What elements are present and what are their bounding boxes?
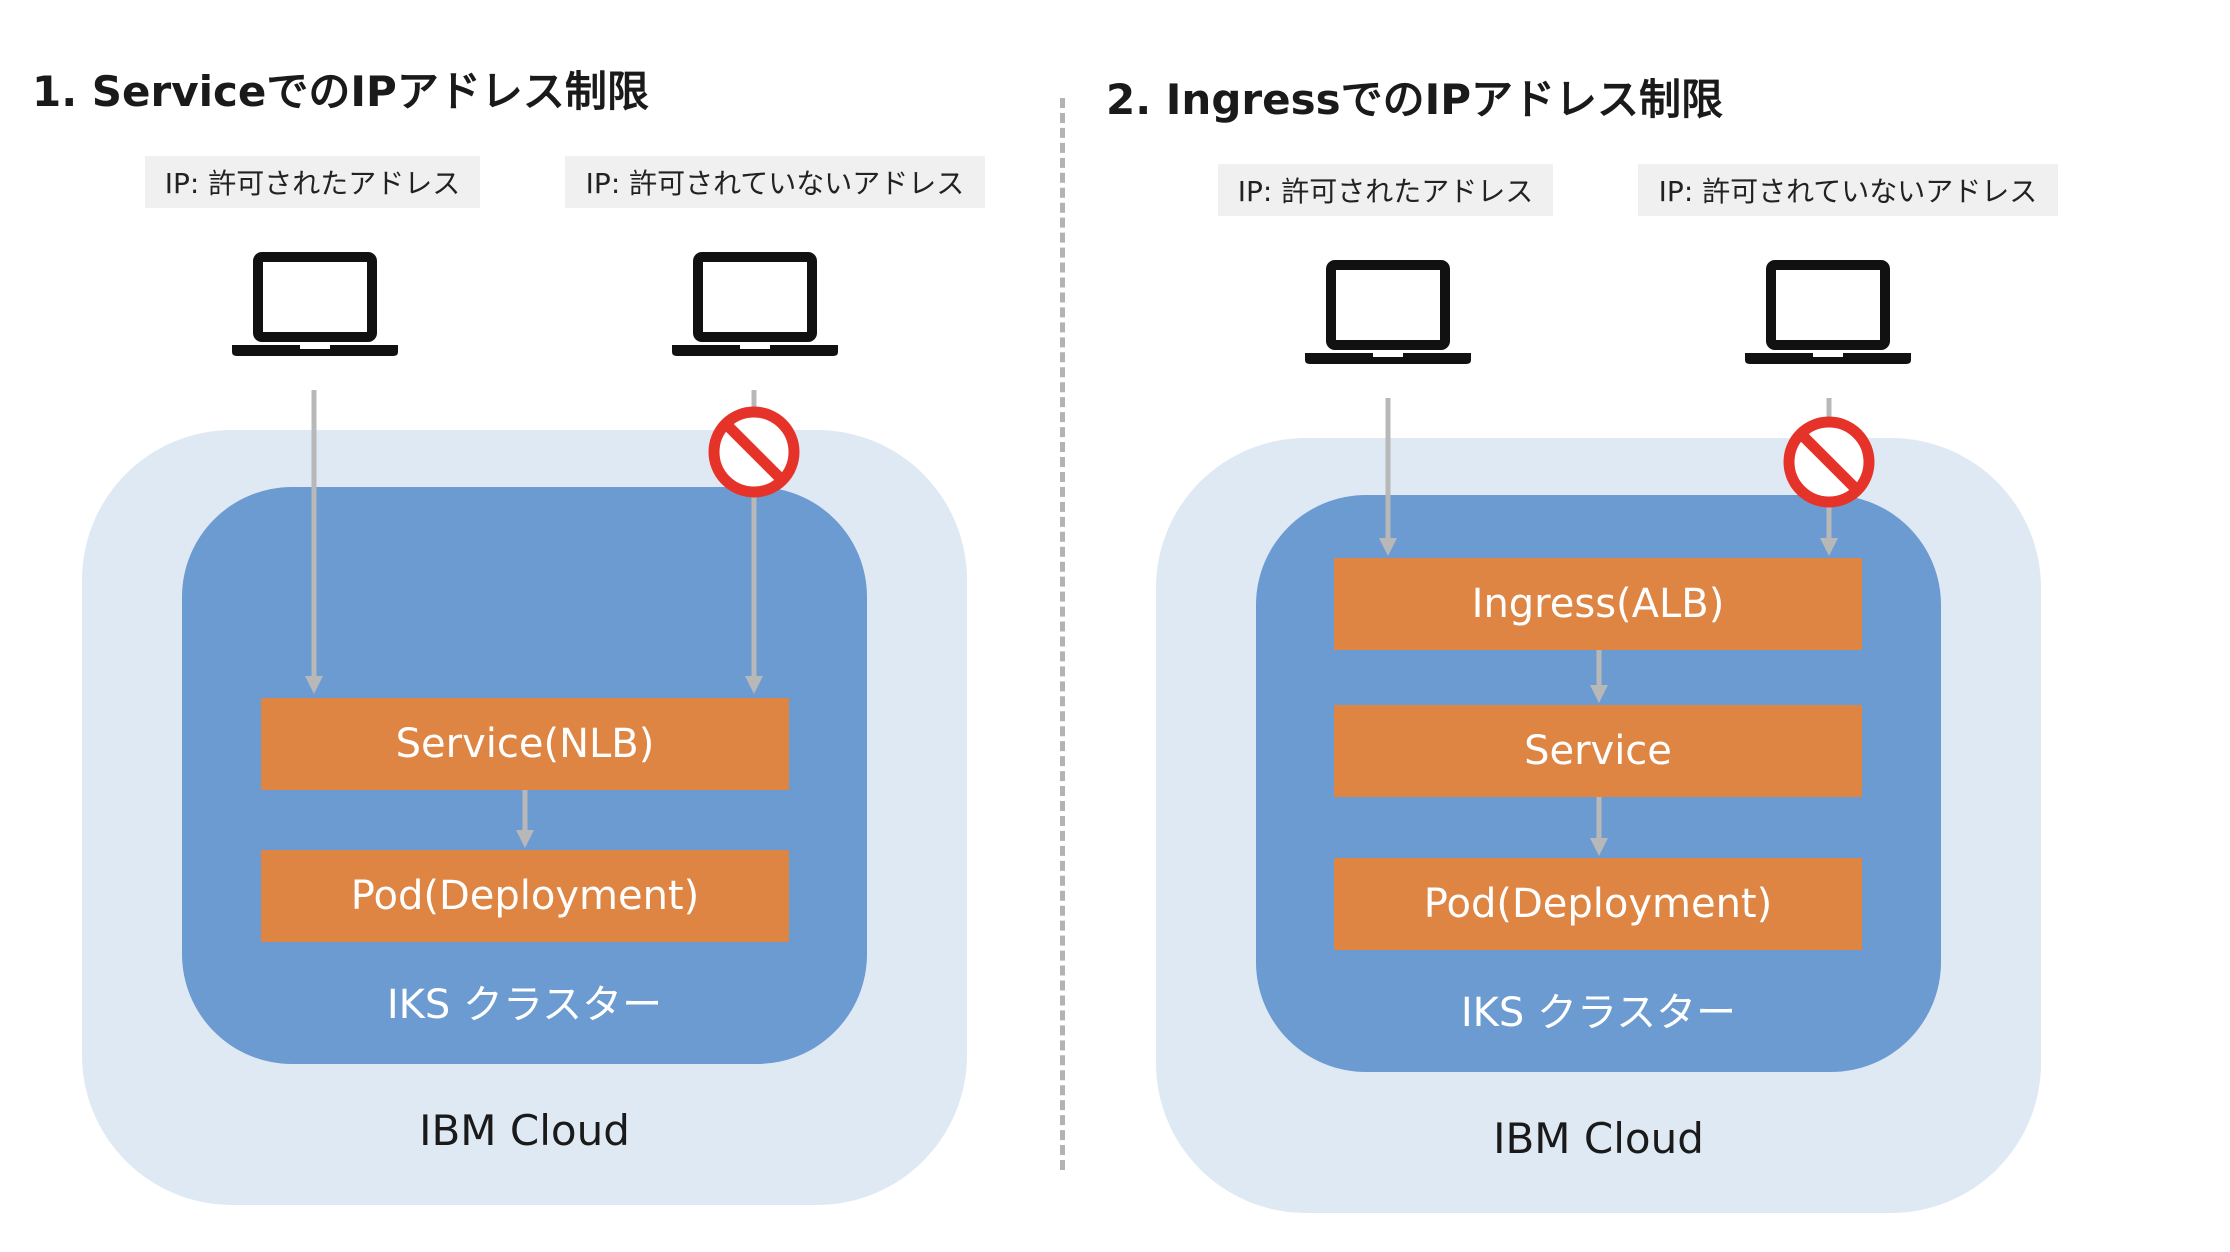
right-allowed-ip-label: IP: 許可されたアドレス [1218, 164, 1553, 216]
panel-divider [1060, 98, 1065, 1170]
laptop-icon [1305, 265, 1471, 364]
no-entry-icon [714, 412, 794, 492]
right-pod-deployment-box: Pod(Deployment) [1334, 858, 1862, 950]
left-cloud-label: IBM Cloud [419, 1106, 630, 1155]
left-cluster-label: IKS クラスター [386, 982, 663, 1028]
laptop-icon [672, 257, 838, 356]
right-cloud-label: IBM Cloud [1493, 1114, 1704, 1163]
left-service-nlb-box: Service(NLB) [261, 698, 789, 790]
flow-arrows [305, 390, 1838, 856]
left-pod-deployment-box: Pod(Deployment) [261, 850, 789, 942]
left-denied-ip-label: IP: 許可されていないアドレス [565, 156, 985, 208]
no-entry-icon [1789, 422, 1869, 502]
laptop-icon [232, 257, 398, 356]
left-title: 1. ServiceでのIPアドレス制限 [32, 67, 649, 116]
laptop-icon [1745, 265, 1911, 364]
right-service-box: Service [1334, 705, 1862, 797]
right-title: 2. IngressでのIPアドレス制限 [1106, 75, 1723, 124]
right-ingress-alb-box: Ingress(ALB) [1334, 558, 1862, 650]
left-allowed-ip-label: IP: 許可されたアドレス [145, 156, 480, 208]
right-denied-ip-label: IP: 許可されていないアドレス [1638, 164, 2058, 216]
right-cluster-label: IKS クラスター [1460, 990, 1737, 1036]
